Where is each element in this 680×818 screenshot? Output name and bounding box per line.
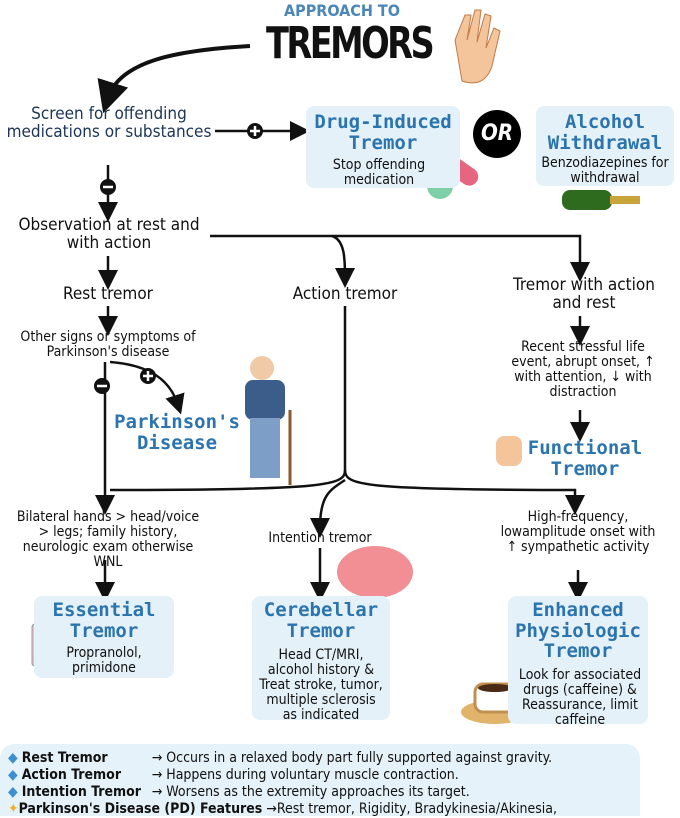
node-action: Action tremor bbox=[292, 284, 398, 304]
node-bilateral: Bilateral hands > head/voice > legs; fam… bbox=[16, 509, 200, 571]
title-pre: APPROACH TO bbox=[284, 1, 400, 20]
legend-item: ✦Parkinson's Disease (PD) Features →Rest… bbox=[8, 801, 558, 817]
node-parkinson-signs: Other signs or symptoms of Parkinson's d… bbox=[20, 329, 196, 361]
elderly-man-icon bbox=[245, 356, 292, 485]
result-parkinson: Parkinson's Disease bbox=[114, 411, 240, 454]
legend-item: ◆ Action Tremor→ Happens during voluntar… bbox=[8, 767, 459, 783]
or-badge: OR bbox=[473, 110, 521, 158]
node-rest: Rest tremor bbox=[63, 284, 153, 304]
result-alcohol: Alcohol Withdrawal Benzodiazepines for w… bbox=[536, 106, 674, 186]
bottle-icon bbox=[562, 190, 640, 210]
node-both: Tremor with action and rest bbox=[513, 275, 655, 314]
legend-item: ◆ Rest Tremor→ Occurs in a relaxed body … bbox=[8, 750, 553, 766]
brain-icon bbox=[337, 546, 413, 598]
node-screen: Screen for offending medications or subs… bbox=[6, 104, 212, 143]
result-physiologic: Enhanced Physiologic Tremor Look for ass… bbox=[508, 596, 648, 728]
node-observation: Observation at rest and with action bbox=[18, 215, 200, 254]
node-stress: Recent stressful life event, abrupt onse… bbox=[511, 339, 655, 401]
plus-minus-icons bbox=[94, 123, 263, 394]
page-title: TREMORS bbox=[265, 18, 435, 69]
definitions-legend: ◆ Rest Tremor→ Occurs in a relaxed body … bbox=[0, 744, 640, 817]
result-essential: Essential Tremor Propranolol, primidone bbox=[34, 596, 174, 678]
result-functional: Functional Tremor bbox=[527, 437, 643, 480]
result-drug-induced: Drug-Induced Tremor Stop offending medic… bbox=[306, 106, 460, 188]
shaking-hand-icon bbox=[496, 436, 522, 466]
result-cerebellar: Cerebellar Tremor Head CT/MRI, alcohol h… bbox=[252, 596, 390, 723]
hand-icon bbox=[454, 9, 501, 84]
node-highfreq: High-frequency, lowamplitude onset with … bbox=[500, 509, 656, 556]
node-intention: Intention tremor bbox=[268, 530, 372, 546]
legend-item: ◆ Intention Tremor→ Worsens as the extre… bbox=[8, 784, 470, 800]
